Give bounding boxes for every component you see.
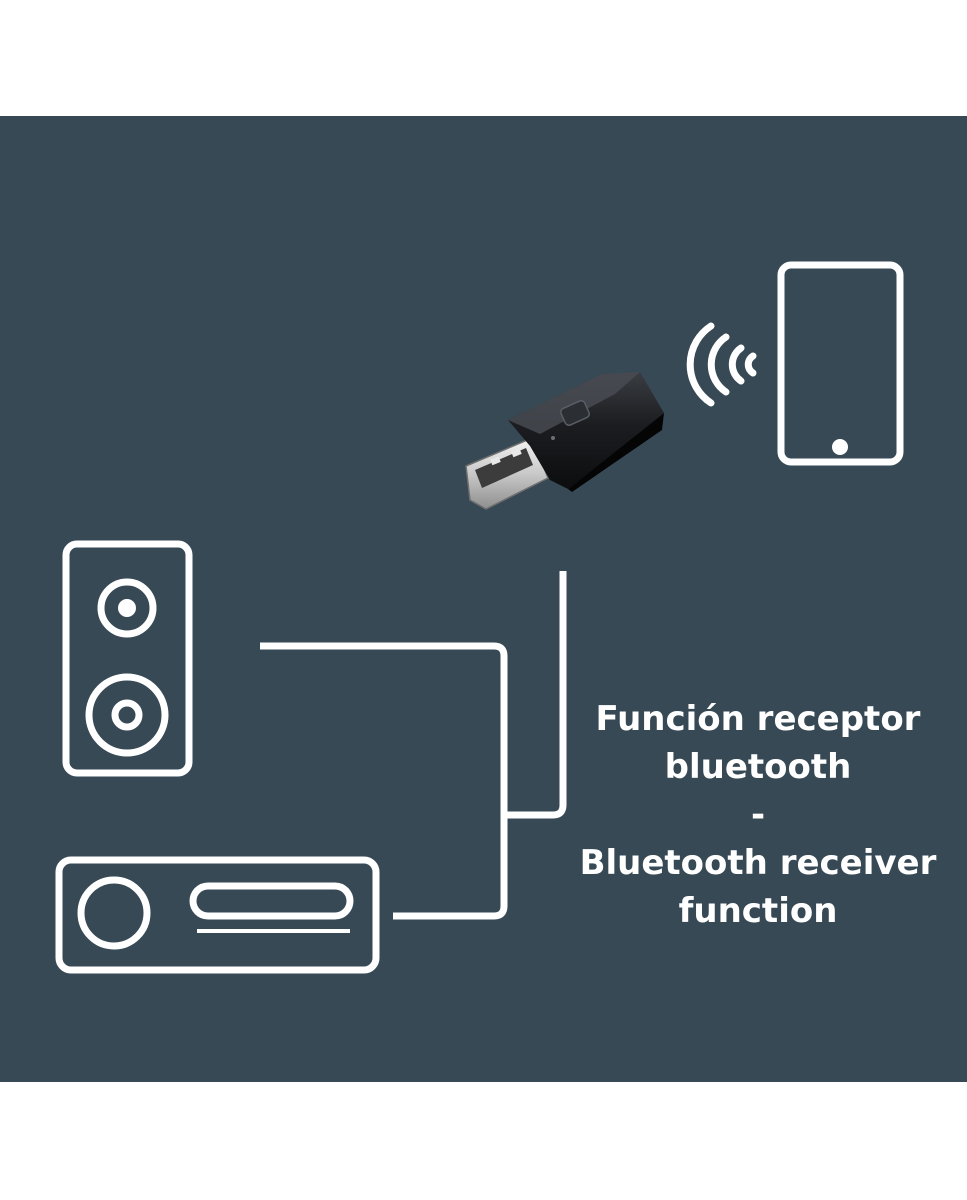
connection-lines	[260, 571, 567, 920]
caption-line-spanish-1: Función receptor	[595, 699, 921, 739]
usb-bluetooth-dongle-icon	[465, 372, 664, 510]
wireless-signal-icon	[686, 322, 757, 407]
caption-separator: -	[750, 795, 766, 835]
caption-line-english-1: Bluetooth receiver	[579, 843, 937, 883]
speaker-icon	[62, 540, 193, 777]
caption-line-english-2: function	[678, 891, 838, 931]
smartphone-icon	[777, 261, 904, 466]
caption-line-spanish-2: bluetooth	[664, 747, 852, 787]
diagram-caption: Función receptor bluetooth - Bluetooth r…	[560, 695, 956, 935]
diagram-background	[0, 116, 967, 1082]
stereo-receiver-icon	[55, 856, 380, 974]
